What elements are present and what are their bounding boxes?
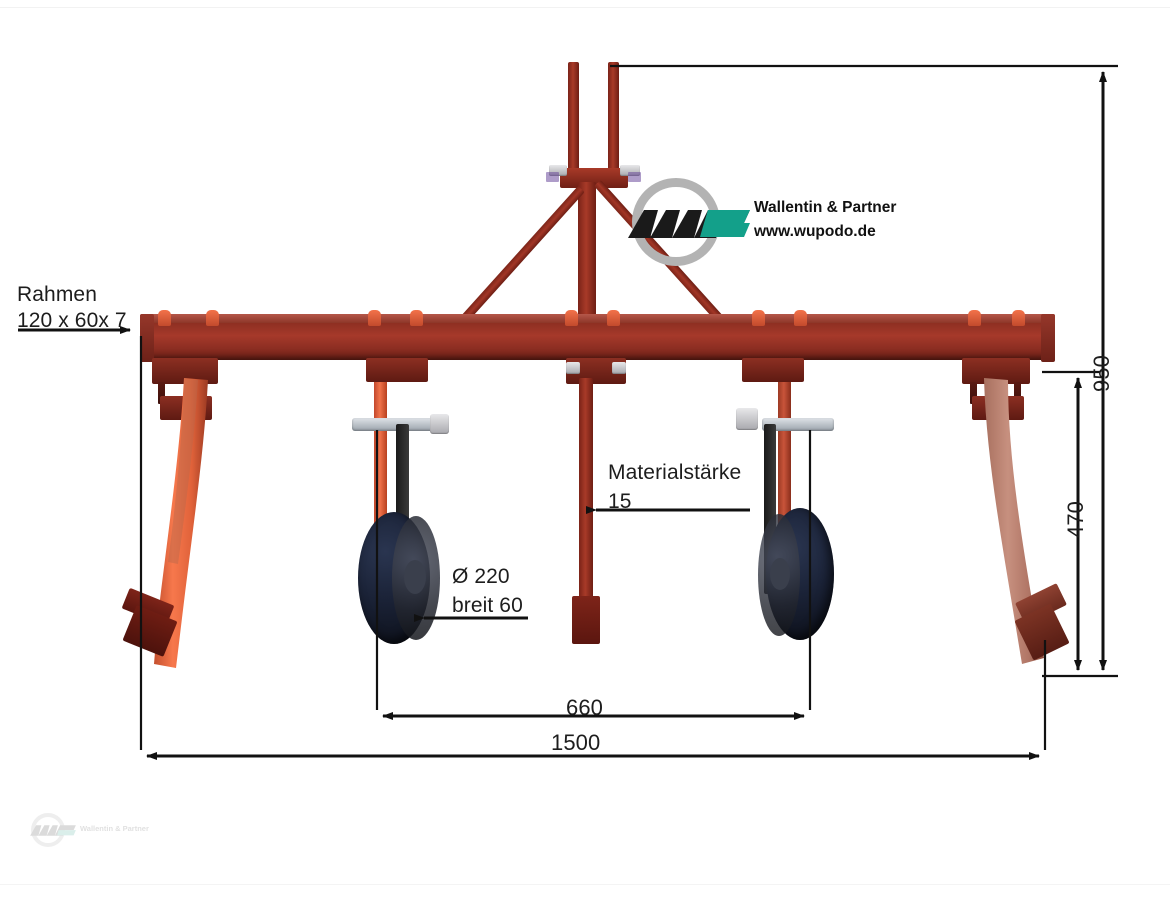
- clamp-bolt: [1014, 382, 1021, 404]
- company-website: www.wupodo.de: [754, 223, 876, 241]
- mast-left-upright: [568, 62, 579, 180]
- clamp-saddle: [607, 310, 620, 326]
- clamp-saddle: [752, 310, 765, 326]
- clamp-bolt: [158, 382, 165, 404]
- company-logo: Wallentin & Partner www.wupodo.de: [628, 176, 897, 268]
- mast-center-post: [578, 182, 596, 328]
- wheel-axle-pin-right: [762, 418, 834, 431]
- mast-pin-right: [620, 165, 640, 176]
- watermark-wp-logo-icon: [30, 825, 76, 836]
- clamp-saddle: [794, 310, 807, 326]
- material-thickness-label-line2: 15: [608, 490, 632, 513]
- center-clamp-nut: [612, 362, 626, 374]
- clamp-saddle: [368, 310, 381, 326]
- wheel-clamp-left: [366, 358, 428, 382]
- clamp-saddle: [410, 310, 423, 326]
- wheel-clamp-nut-right: [736, 408, 758, 430]
- wheel-clamp-right: [742, 358, 804, 382]
- wheel-mount-post-right: [778, 360, 791, 530]
- bottom-edge-line: [0, 884, 1170, 885]
- wp-logo-icon: [628, 210, 750, 238]
- tine-shank-left: [154, 378, 208, 668]
- top-edge-line: [0, 7, 1170, 8]
- mast-cross-plate: [560, 168, 628, 188]
- wheel-axle-pin-left: [352, 418, 438, 431]
- frame-spec-label-line1: Rahmen: [17, 283, 97, 306]
- frame-spec-label-line2: 120 x 60x 7: [17, 309, 127, 332]
- clamp-saddle: [968, 310, 981, 326]
- clamp-saddle: [565, 310, 578, 326]
- material-thickness-label-line1: Materialstärke: [608, 461, 742, 484]
- dimension-label-470: 470: [1063, 500, 1088, 538]
- dimension-label-660: 660: [566, 695, 604, 720]
- center-clamp-nut: [566, 362, 580, 374]
- watermark-ring-icon: [31, 813, 65, 847]
- clamp-saddle: [206, 310, 219, 326]
- main-frame-beam-top-face: [140, 314, 1055, 323]
- frame-end-cap-left: [140, 314, 154, 362]
- clamp-saddle: [158, 310, 171, 326]
- tine-shank-right: [984, 378, 1044, 664]
- clamp-bolt: [970, 382, 977, 404]
- logo-watermark: Wallentin & Partner: [28, 812, 178, 848]
- gauge-wheel-left-hub: [404, 560, 426, 594]
- mast-pin-left: [549, 165, 567, 176]
- dimension-label-950: 950: [1089, 354, 1114, 392]
- mast-pin-right-head: [628, 172, 641, 182]
- frame-end-cap-right: [1041, 314, 1055, 362]
- main-frame-beam: [140, 318, 1055, 360]
- dimension-label-1500: 1500: [551, 730, 601, 755]
- mast-right-upright: [608, 62, 619, 180]
- watermark-text: Wallentin & Partner: [80, 824, 149, 833]
- center-share-block: [572, 596, 600, 644]
- wheel-axle-nut-left: [430, 414, 449, 434]
- clamp-saddle: [1012, 310, 1025, 326]
- mast-pin-left-head: [546, 172, 559, 182]
- logo-text-block: Wallentin & Partner www.wupodo.de: [754, 196, 897, 244]
- gauge-wheel-right-hub: [770, 558, 790, 590]
- wheel-width-label: breit 60: [452, 594, 523, 617]
- wheel-diameter-label: Ø 220: [452, 565, 510, 588]
- company-name: Wallentin & Partner: [754, 199, 897, 216]
- center-shank: [579, 378, 593, 628]
